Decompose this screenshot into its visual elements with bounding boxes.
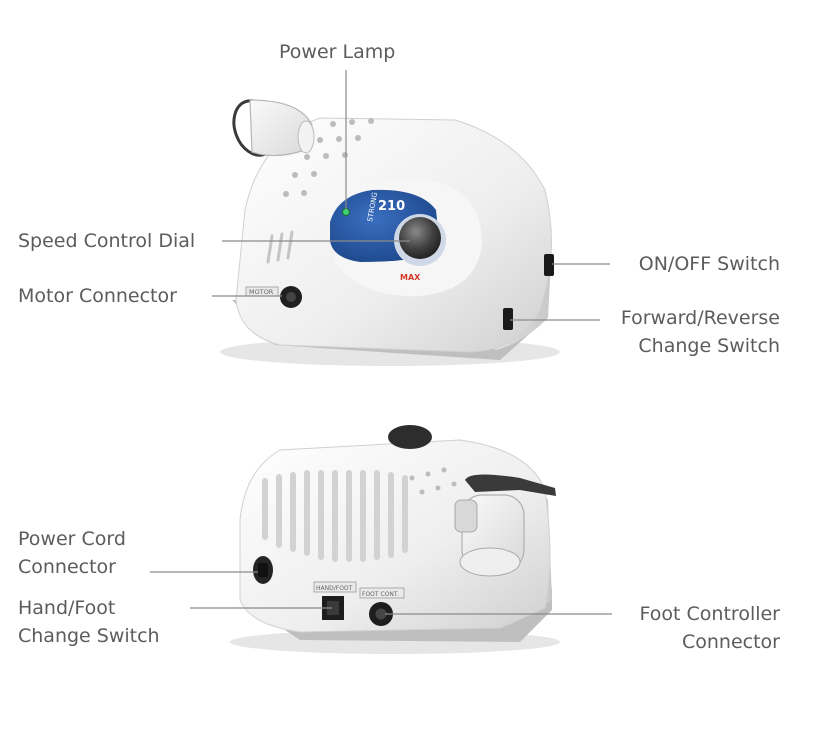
label-on-off-switch: ON/OFF Switch bbox=[638, 253, 780, 275]
bottom-device: HAND/FOOT FOOT CONT. bbox=[230, 425, 560, 654]
rear-vent-grille bbox=[262, 470, 408, 562]
label-power-lamp: Power Lamp bbox=[279, 41, 396, 63]
on-off-switch[interactable] bbox=[544, 254, 554, 276]
label-forward-reverse-switch: Forward/Reverse Change Switch bbox=[620, 307, 780, 357]
power-lamp-indicator bbox=[342, 208, 350, 216]
label-hand-foot-switch: Hand/Foot Change Switch bbox=[18, 597, 160, 647]
power-cord-connector[interactable] bbox=[253, 556, 273, 584]
label-power-cord-connector: Power Cord Connector bbox=[18, 528, 126, 578]
top-device: STRONG 210 MAX MOTOR bbox=[220, 99, 560, 366]
leader-lines bbox=[150, 70, 612, 615]
max-mark: MAX bbox=[400, 273, 421, 282]
top-knob bbox=[388, 425, 432, 449]
speed-control-dial[interactable] bbox=[399, 217, 441, 259]
foot-cont-mark: FOOT CONT. bbox=[362, 591, 399, 598]
label-foot-controller-connector: Foot Controller Connector bbox=[639, 603, 780, 653]
model-mark: 210 bbox=[378, 199, 405, 214]
label-speed-control-dial: Speed Control Dial bbox=[18, 230, 196, 252]
handpiece-holder bbox=[232, 99, 315, 157]
handpiece-holder-rear bbox=[454, 474, 556, 577]
label-motor-connector: Motor Connector bbox=[18, 285, 177, 307]
motor-mark: MOTOR bbox=[249, 288, 274, 296]
hand-foot-mark: HAND/FOOT bbox=[316, 585, 353, 592]
forward-reverse-switch[interactable] bbox=[503, 308, 513, 330]
